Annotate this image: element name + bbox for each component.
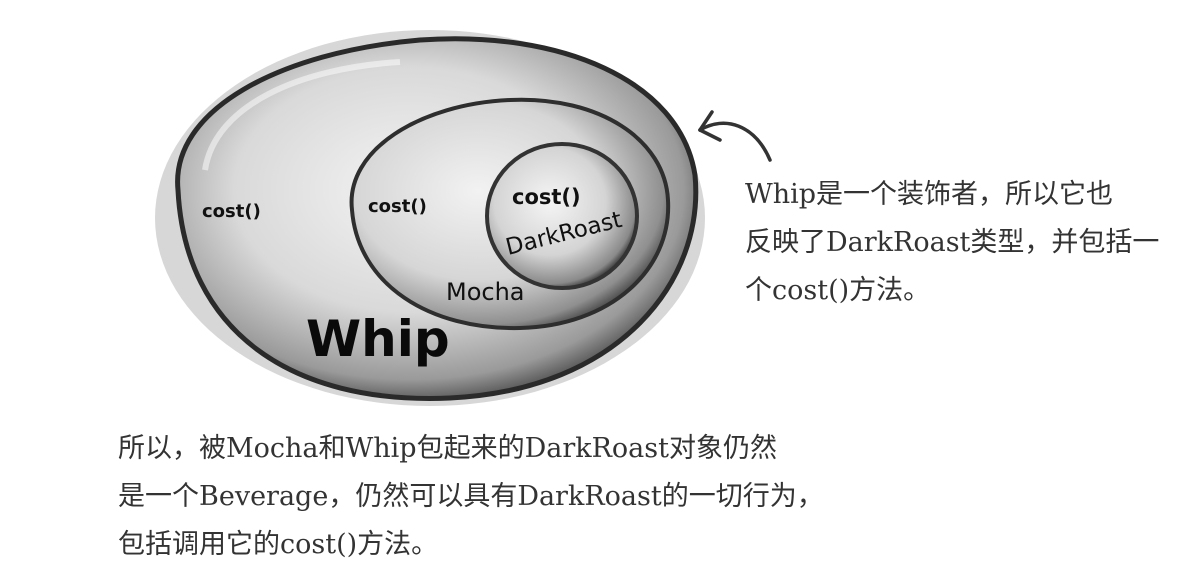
mocha-cost-label: cost() [368, 196, 427, 217]
note-bottom-line-3: 包括调用它的cost()方法。 [118, 529, 439, 560]
note-bottom-line-1: 所以，被Mocha和Whip包起来的DarkRoast对象仍然 [118, 433, 777, 464]
pointer-arrow-icon [698, 110, 772, 162]
whip-name-label: Whip [306, 310, 450, 368]
mocha-name-label: Mocha [446, 278, 525, 306]
note-bottom-line-2: 是一个Beverage，仍然可以具有DarkRoast的一切行为， [118, 481, 824, 512]
note-right-line-2: 反映了DarkRoast类型，并包括一 [745, 227, 1160, 258]
darkroast-layer [485, 142, 639, 290]
whip-cost-label: cost() [202, 201, 261, 222]
darkroast-cost-label: cost() [512, 185, 581, 209]
beverage-explanation-note: 所以，被Mocha和Whip包起来的DarkRoast对象仍然 是一个Bever… [118, 425, 824, 569]
note-right-line-1: Whip是一个装饰者，所以它也 [745, 179, 1114, 210]
note-right-line-3: 个cost()方法。 [745, 275, 931, 306]
decorator-explanation-note: Whip是一个装饰者，所以它也 反映了DarkRoast类型，并包括一 个cos… [745, 171, 1159, 315]
